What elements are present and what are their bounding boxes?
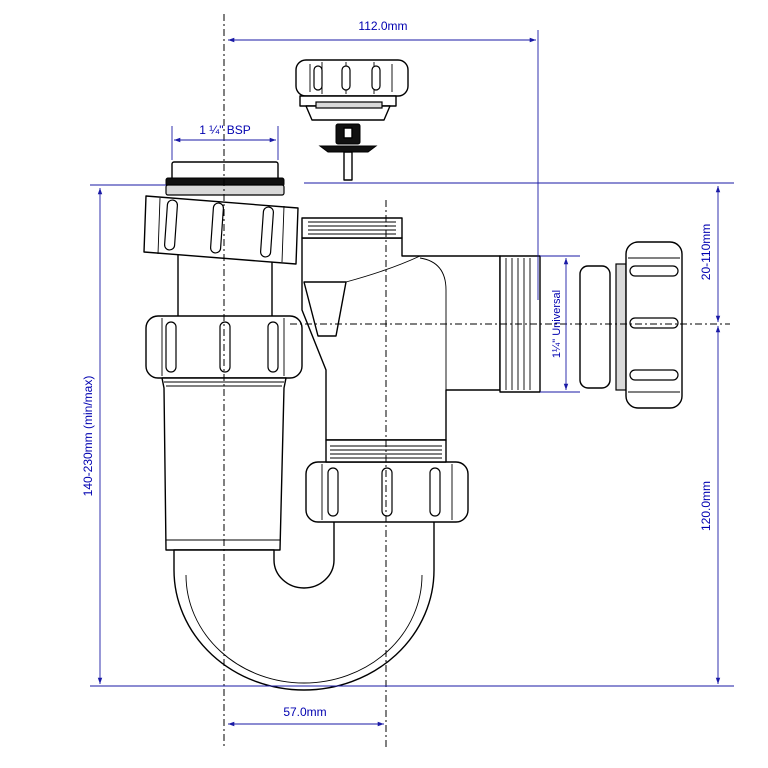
dimension-adjust-range: 20-110mm [699, 224, 713, 280]
outlet-nut [625, 241, 683, 409]
dimension-bottom-width: 57.0mm [283, 705, 326, 719]
dimension-overall-height: 140-230mm (min/max) [81, 376, 95, 497]
dimension-bsp: 1 ¼" BSP [199, 123, 251, 137]
dimension-outlet-height: 120.0mm [699, 481, 713, 531]
dimension-lines [90, 30, 734, 727]
outlet-seal [579, 263, 627, 391]
waste-cap-nut [295, 59, 409, 97]
waste-body [299, 95, 397, 121]
dimension-universal: 1¼" Universal [551, 290, 563, 358]
inlet-nut [143, 195, 299, 265]
u-bend [173, 519, 435, 691]
trap-body [301, 217, 501, 463]
waste-plug [318, 123, 378, 181]
right-leg-nut [305, 461, 469, 523]
dimension-top-width: 112.0mm [358, 19, 407, 33]
